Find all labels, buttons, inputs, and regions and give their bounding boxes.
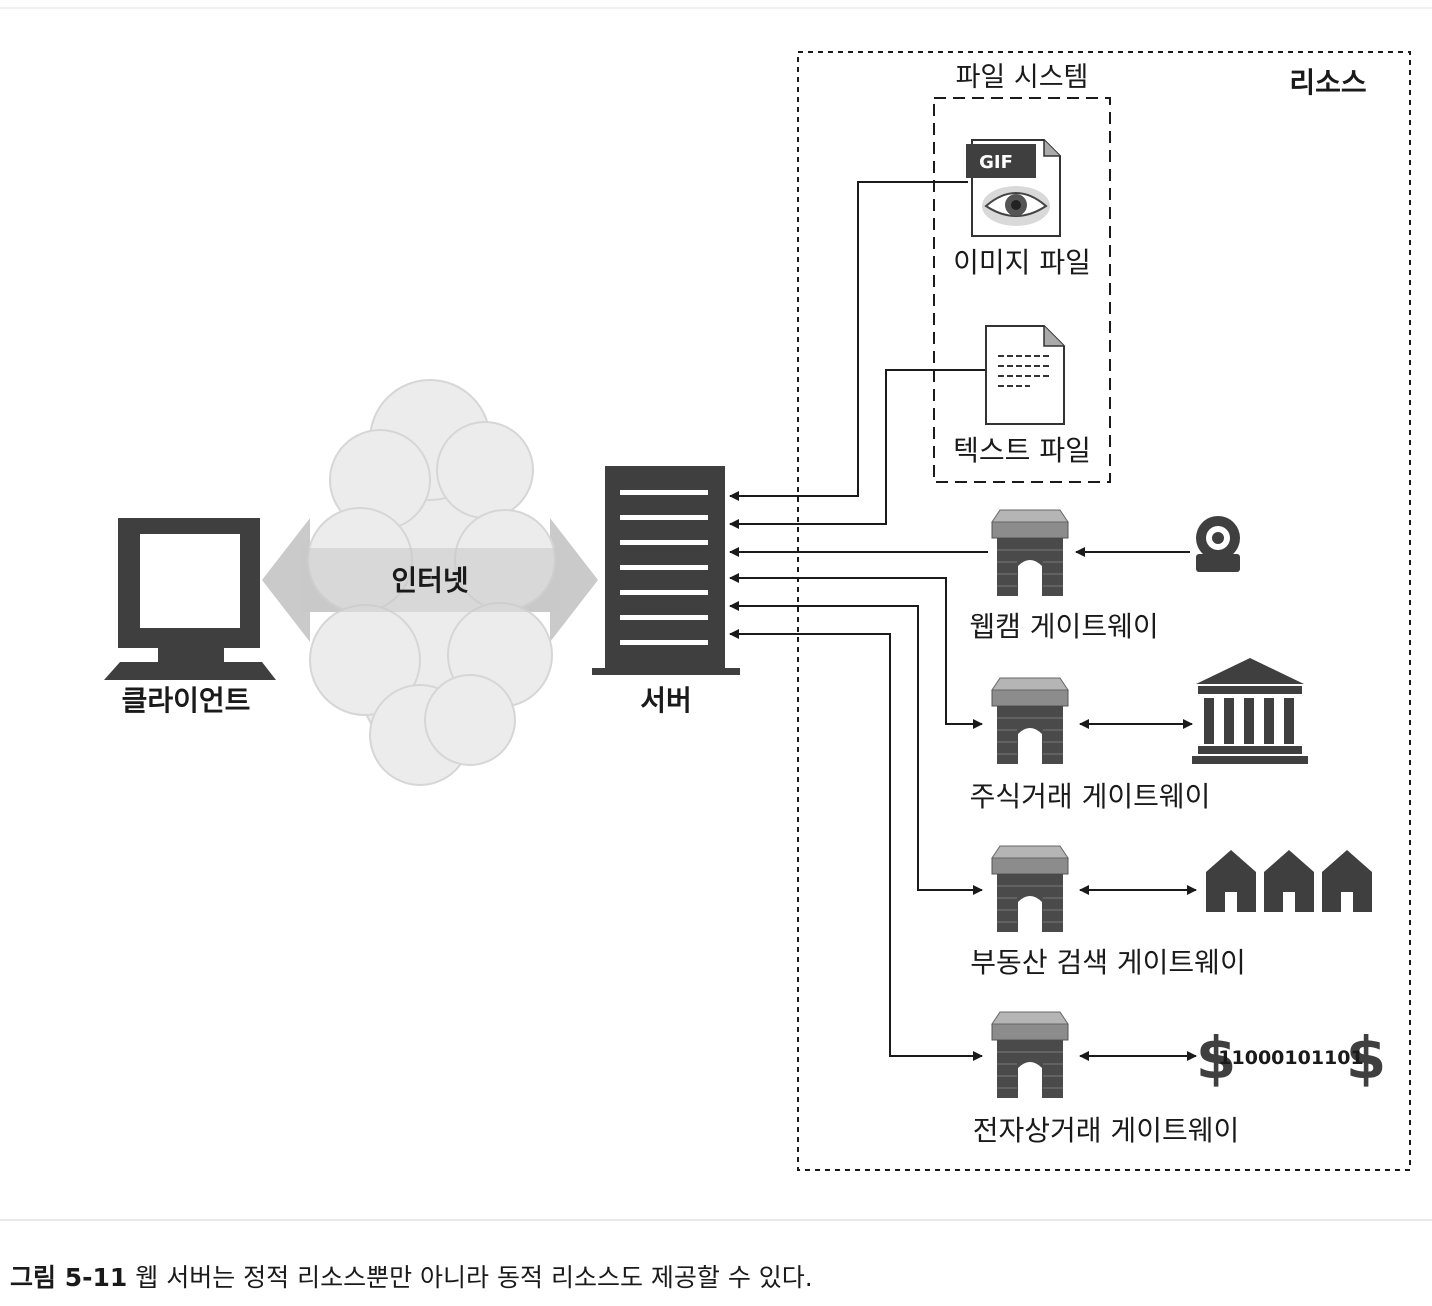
- svg-text:$: $: [1346, 1024, 1386, 1092]
- line-ecommerce-gateway: [729, 629, 983, 1061]
- realestate-gateway-icon: [991, 845, 1069, 933]
- realestate-gateway-label: 부동산 검색 게이트웨이: [970, 946, 1245, 979]
- binary-label: 11000101101: [1218, 1047, 1363, 1069]
- webcam-icon: [1196, 516, 1240, 572]
- internet-label: 인터넷: [391, 564, 468, 597]
- stock-gateway-icon: [991, 677, 1069, 765]
- filesystem-box: [933, 97, 1111, 483]
- ecommerce-gateway-label: 전자상거래 게이트웨이: [973, 1114, 1240, 1147]
- webcam-gateway-icon: [991, 509, 1069, 597]
- ecommerce-gateway-icon: [991, 1011, 1069, 1099]
- caption-text: 웹 서버는 정적 리소스뿐만 아니라 동적 리소스도 제공할 수 있다.: [135, 1263, 813, 1292]
- stock-gateway-label: 주식거래 게이트웨이: [970, 780, 1211, 813]
- image-file-label: 이미지 파일: [953, 246, 1091, 279]
- webcam-gateway-label: 웹캠 게이트웨이: [969, 610, 1158, 643]
- figure-number: 그림 5-11: [10, 1263, 128, 1292]
- text-file-label: 텍스트 파일: [953, 434, 1091, 467]
- server-label: 서버: [640, 684, 692, 717]
- client-label: 클라이언트: [122, 684, 251, 717]
- computer-icon: [104, 518, 276, 680]
- line-stock-gateway: [729, 573, 983, 729]
- connector-lines: [729, 181, 1197, 1061]
- line-realestate-gateway: [729, 601, 983, 895]
- bank-icon: [1192, 658, 1308, 764]
- line-image-file: [729, 181, 968, 501]
- line-text-file: [729, 369, 992, 529]
- dollar-icon: $ $: [1196, 1024, 1386, 1092]
- resources-label: 리소스: [1289, 66, 1366, 99]
- svg-text:$: $: [1196, 1024, 1236, 1092]
- filesystem-label: 파일 시스템: [956, 62, 1089, 93]
- text-file-icon: [985, 325, 1065, 425]
- gif-file-icon: GIF: [966, 139, 1061, 237]
- houses-icon: [1206, 850, 1372, 912]
- server-icon: [592, 466, 740, 675]
- gif-label: GIF: [979, 152, 1013, 173]
